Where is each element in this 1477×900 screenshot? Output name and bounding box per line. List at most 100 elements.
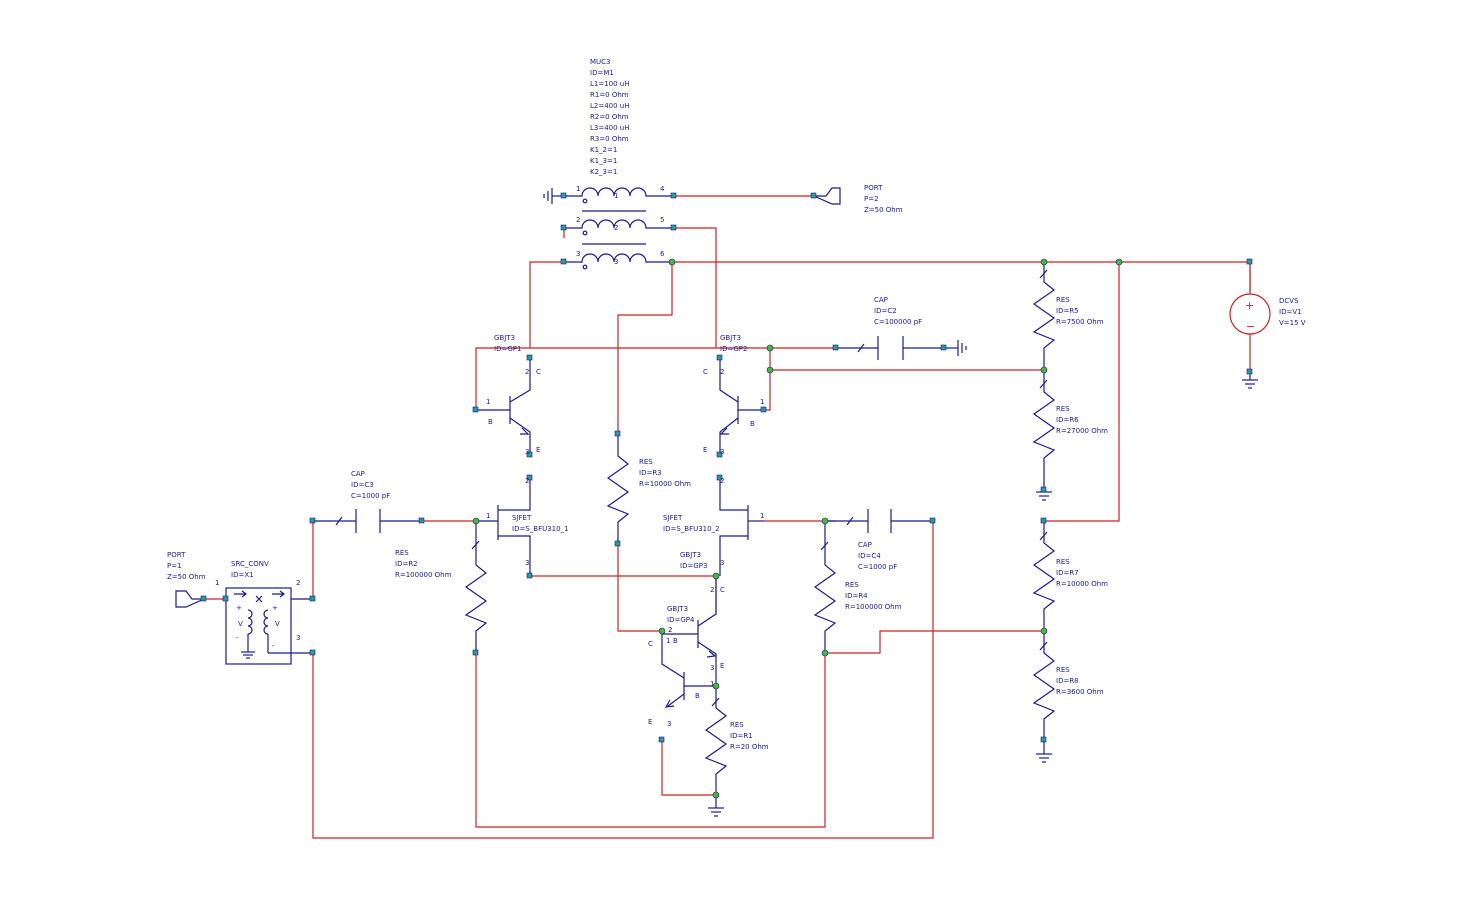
pin-marker[interactable] — [760, 406, 767, 413]
ground-icon — [543, 188, 553, 204]
junction-node[interactable] — [1040, 258, 1048, 266]
muc3-transformer[interactable]: MUC3 ID=M1 L1=100 uH R1=0 Ohm L2=400 uH … — [543, 58, 677, 270]
pin-marker[interactable] — [1246, 368, 1253, 375]
c3-label: CAP — [351, 470, 365, 478]
resistor-r4[interactable]: RES ID=R4 R=100000 Ohm — [813, 521, 902, 653]
pin-label: 2 — [576, 216, 580, 224]
gp3-label: ID=GP3 — [680, 562, 707, 570]
transistor-gp1[interactable]: GBJT3 ID=GP1 1 2 3 B C E — [472, 334, 541, 458]
pin-marker[interactable] — [929, 517, 936, 524]
coil-2 — [564, 219, 674, 229]
junction-node[interactable] — [1040, 366, 1048, 374]
junction-node[interactable] — [1040, 627, 1048, 635]
pin-marker[interactable] — [200, 595, 207, 602]
r5-label: RES — [1056, 296, 1070, 304]
pin-marker[interactable] — [222, 595, 229, 602]
pin-marker[interactable] — [670, 224, 677, 231]
transistor-gp4b[interactable]: 1 3 B E — [648, 634, 716, 743]
junction-node[interactable] — [1115, 258, 1123, 266]
junction-node[interactable] — [766, 366, 774, 374]
junction-node[interactable] — [668, 258, 676, 266]
resistor-r7[interactable]: RES ID=R7 R=10000 Ohm — [1032, 517, 1108, 631]
pin-marker[interactable] — [614, 540, 621, 547]
pin-marker[interactable] — [526, 572, 533, 579]
port-1[interactable]: PORT P=1 Z=50 Ohm — [167, 551, 207, 608]
dcvs-label: ID=V1 — [1279, 308, 1302, 316]
pin-marker[interactable] — [832, 344, 839, 351]
resistor-r1[interactable]: RES ID=R1 R=20 Ohm — [704, 686, 769, 817]
ground-icon — [1036, 740, 1052, 763]
emitter-arrow-icon — [520, 427, 530, 435]
resistor-r3[interactable]: RES ID=R3 R=10000 Ohm — [606, 430, 691, 547]
r5-label: ID=R5 — [1056, 307, 1079, 315]
capacitor-c2[interactable]: CAP ID=C2 C=100000 pF — [832, 296, 967, 360]
r2-label: R=100000 Ohm — [395, 571, 452, 579]
pin-marker[interactable] — [472, 406, 479, 413]
r4-label: RES — [845, 581, 859, 589]
pin-marker[interactable] — [309, 595, 316, 602]
pin-marker[interactable] — [560, 224, 567, 231]
src-conv[interactable]: V V + + - - 1 2 3 SRC_CONV ID=X1 — [215, 560, 316, 665]
pin-marker[interactable] — [309, 517, 316, 524]
capacitor-c3[interactable]: CAP ID=C3 C=1000 pF — [309, 470, 425, 533]
pin-marker[interactable] — [309, 649, 316, 656]
jfet-sjfet2[interactable]: 1 2 3 SJFET ID=S_BFU310_2 — [663, 474, 764, 576]
junction-node[interactable] — [821, 517, 829, 525]
pin-marker[interactable] — [1040, 736, 1047, 743]
pin-marker[interactable] — [560, 258, 567, 265]
jfet-sjfet1[interactable]: 1 2 3 SJFET ID=S_BFU310_1 — [476, 474, 569, 579]
pin-marker[interactable] — [658, 736, 665, 743]
r7-label: ID=R7 — [1056, 569, 1079, 577]
pin-marker[interactable] — [614, 430, 621, 437]
resistor-r8[interactable]: RES ID=R8 R=3600 Ohm — [1032, 631, 1104, 763]
transistor-gp3[interactable]: GBJT3 ID=GP3 2 C — [680, 551, 725, 612]
dcvs-source[interactable]: + − DCVS ID=V1 V=15 V — [1229, 258, 1306, 389]
junction-node[interactable] — [472, 517, 480, 525]
pin-marker[interactable] — [716, 354, 723, 361]
pin-marker[interactable] — [526, 451, 533, 458]
pin-label: 3 — [296, 634, 300, 642]
junction-node[interactable] — [658, 627, 666, 635]
terminal-label: C — [536, 368, 541, 376]
resistor-r2[interactable]: RES ID=R2 R=100000 Ohm — [395, 521, 488, 656]
minus-sign: − — [1246, 320, 1255, 333]
pin-marker[interactable] — [716, 451, 723, 458]
resistor-r5[interactable]: RES ID=R5 R=7500 Ohm — [1032, 262, 1104, 370]
coil-number: 2 — [614, 224, 618, 232]
pin-marker[interactable] — [1040, 486, 1047, 493]
resistor-body — [464, 521, 488, 653]
pin-marker[interactable] — [716, 474, 723, 481]
pin-marker[interactable] — [526, 354, 533, 361]
junction-node[interactable] — [712, 682, 720, 690]
pin-marker[interactable] — [670, 192, 677, 199]
wire-gp4b-loop — [661, 740, 716, 796]
gp4-label: GBJT3 — [667, 605, 688, 613]
port-2[interactable]: PORT P=2 Z=50 Ohm — [810, 184, 903, 214]
transistor-gp2[interactable]: GBJT3 ID=GP2 1 2 3 B C E — [703, 334, 767, 458]
junction-node[interactable] — [712, 791, 720, 799]
pin-marker[interactable] — [940, 344, 947, 351]
terminal-label: B — [488, 418, 493, 426]
collector-lead — [697, 576, 717, 627]
pin-marker[interactable] — [526, 474, 533, 481]
wires — [204, 195, 1251, 839]
port-icon — [813, 187, 841, 205]
pin-marker[interactable] — [472, 649, 479, 656]
pin-marker[interactable] — [810, 192, 817, 199]
pin-marker[interactable] — [1040, 517, 1047, 524]
ground-icon — [1242, 372, 1258, 389]
pin-marker[interactable] — [1246, 258, 1253, 265]
pin-marker[interactable] — [560, 192, 567, 199]
junction-node[interactable] — [712, 572, 720, 580]
wire-r7-rail — [1044, 262, 1120, 522]
coil-number: 3 — [614, 258, 618, 266]
collector-lead — [661, 634, 685, 679]
collector-lead — [719, 358, 739, 403]
junction-node[interactable] — [821, 649, 829, 657]
junction-node[interactable] — [766, 344, 774, 352]
capacitor-c4[interactable]: CAP ID=C4 C=1000 pF — [825, 509, 936, 571]
pin-marker[interactable] — [418, 517, 425, 524]
transistor-gp4[interactable]: GBJT3 ID=GP4 1 2 3 B C E — [648, 576, 724, 686]
resistor-r6[interactable]: RES ID=R6 R=27000 Ohm — [1032, 370, 1108, 501]
wire-gp2-base — [764, 348, 771, 411]
